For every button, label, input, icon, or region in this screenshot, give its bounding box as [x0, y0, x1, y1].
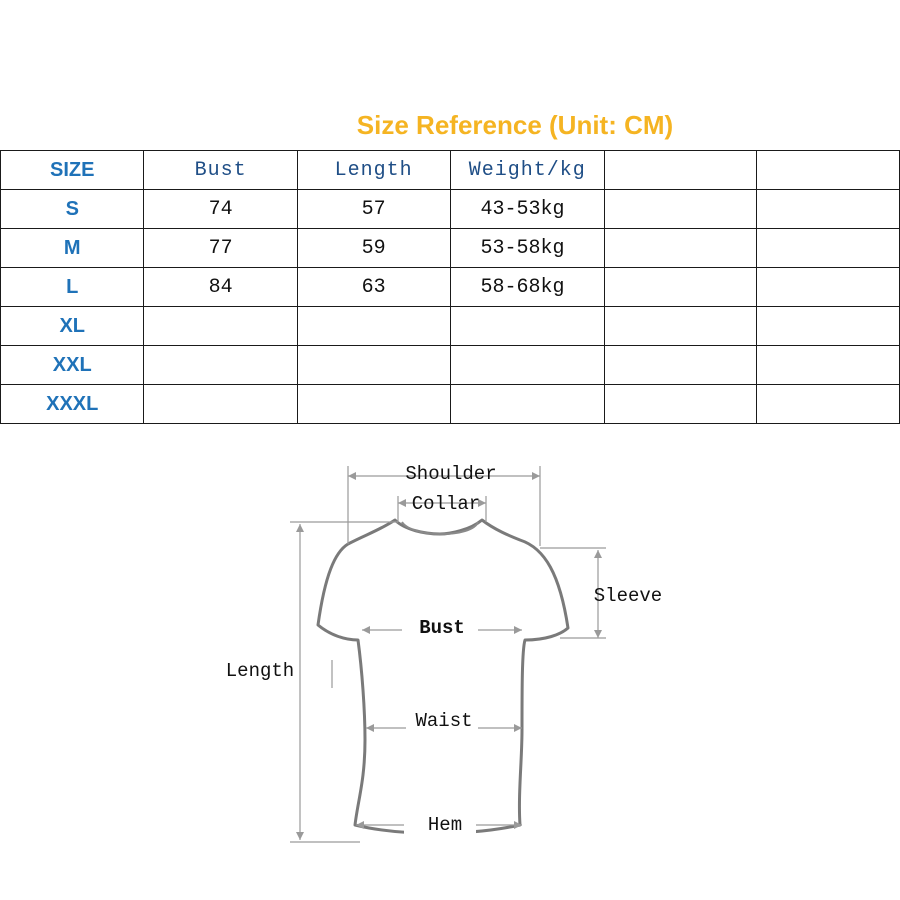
- table-header-row: SIZE Bust Length Weight/kg: [0, 150, 900, 190]
- length-cell: [296, 306, 451, 346]
- sleeve-arrow-bottom: [594, 630, 602, 638]
- empty-cell: [603, 306, 758, 346]
- empty-cell: [756, 267, 900, 307]
- weight-cell: [449, 345, 605, 385]
- empty-cell: [756, 189, 900, 229]
- header-length: Length: [296, 150, 451, 190]
- weight-cell: [449, 306, 605, 346]
- empty-cell: [756, 345, 900, 385]
- empty-cell: [603, 189, 758, 229]
- weight-cell: 43-53kg: [449, 189, 605, 229]
- empty-cell: [603, 228, 758, 268]
- bust-cell: 84: [143, 267, 298, 307]
- empty-cell: [603, 150, 758, 190]
- table-row: L 84 63 58-68kg: [0, 267, 900, 307]
- bust-arrow-left: [362, 626, 370, 634]
- length-cell: 57: [296, 189, 451, 229]
- header-size: SIZE: [0, 150, 145, 190]
- size-cell: L: [0, 267, 145, 307]
- bust-cell: 77: [143, 228, 298, 268]
- weight-cell: [449, 384, 605, 424]
- measurement-diagram: Shoulder Collar Sleeve Bust Length Waist…: [226, 463, 662, 843]
- size-cell: S: [0, 189, 145, 229]
- length-cell: [296, 384, 451, 424]
- waist-arrow-left: [366, 724, 374, 732]
- weight-cell: 53-58kg: [449, 228, 605, 268]
- bust-arrow-right: [514, 626, 522, 634]
- table-row: XXL: [0, 345, 900, 385]
- size-cell: XXL: [0, 345, 145, 385]
- length-arrow-top: [296, 524, 304, 532]
- sleeve-arrow-top: [594, 550, 602, 558]
- hem-arrow-left: [356, 821, 364, 829]
- empty-cell: [603, 267, 758, 307]
- bust-cell: [143, 306, 298, 346]
- collar-arrow-left: [398, 499, 406, 507]
- bust-cell: [143, 345, 298, 385]
- length-cell: [296, 345, 451, 385]
- page-title: Size Reference (Unit: CM): [356, 110, 674, 140]
- empty-cell: [756, 150, 900, 190]
- size-cell: M: [0, 228, 145, 268]
- empty-cell: [603, 345, 758, 385]
- table-row: S 74 57 43-53kg: [0, 189, 900, 229]
- empty-cell: [756, 384, 900, 424]
- label-bust: Bust: [419, 617, 465, 639]
- size-table: SIZE Bust Length Weight/kg S 74 57 43-53…: [0, 150, 900, 424]
- collar-curve: [401, 521, 479, 535]
- label-hem: Hem: [428, 814, 462, 836]
- length-cell: 59: [296, 228, 451, 268]
- header-bust: Bust: [143, 150, 298, 190]
- waist-arrow-right: [514, 724, 522, 732]
- empty-cell: [756, 228, 900, 268]
- size-cell: XL: [0, 306, 145, 346]
- size-cell: XXXL: [0, 384, 145, 424]
- label-collar: Collar: [412, 493, 480, 515]
- t-shirt-outline-icon: [316, 518, 570, 835]
- empty-cell: [603, 384, 758, 424]
- label-sleeve: Sleeve: [594, 585, 662, 607]
- collar-arrow-right: [478, 499, 486, 507]
- length-arrow-bottom: [296, 832, 304, 840]
- length-cell: 63: [296, 267, 451, 307]
- label-length: Length: [226, 660, 294, 682]
- table-row: M 77 59 53-58kg: [0, 228, 900, 268]
- table-row: XXXL: [0, 384, 900, 424]
- hem-arrow-right: [514, 821, 522, 829]
- bust-cell: 74: [143, 189, 298, 229]
- shoulder-arrow-left: [348, 472, 356, 480]
- shoulder-arrow-right: [532, 472, 540, 480]
- empty-cell: [756, 306, 900, 346]
- weight-cell: 58-68kg: [449, 267, 605, 307]
- bust-cell: [143, 384, 298, 424]
- label-waist: Waist: [415, 710, 472, 732]
- header-weight: Weight/kg: [449, 150, 605, 190]
- label-shoulder: Shoulder: [405, 463, 496, 485]
- table-row: XL: [0, 306, 900, 346]
